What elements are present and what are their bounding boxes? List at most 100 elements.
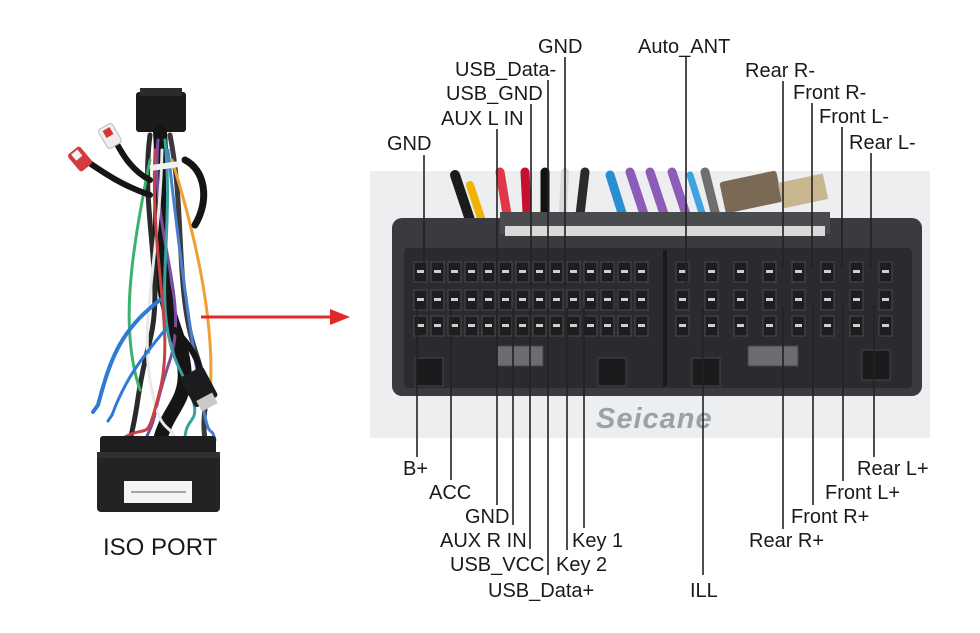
- pin-contact: [766, 324, 773, 327]
- connector-label-strip: [505, 226, 825, 236]
- pin-contact: [587, 324, 594, 327]
- pin-contact: [737, 298, 744, 301]
- pin-contact: [638, 298, 645, 301]
- pin-contact: [708, 324, 715, 327]
- pin-contact: [485, 270, 492, 273]
- pin-contact: [679, 298, 686, 301]
- pin-contact: [621, 270, 628, 273]
- connector-face-divider: [663, 250, 667, 386]
- label-auto-ant: Auto_ANT: [638, 36, 730, 58]
- pin-contact: [417, 298, 424, 301]
- label-b-plus: B+: [403, 458, 428, 480]
- harness-illustration: ISO PORT: [68, 88, 220, 561]
- pin-contact: [519, 270, 526, 273]
- label-rear-l-minus: Rear L-: [849, 132, 916, 154]
- pin-contact: [570, 298, 577, 301]
- label-usb-gnd: USB_GND: [446, 83, 543, 105]
- pin-contact: [766, 270, 773, 273]
- pin-contact: [882, 324, 889, 327]
- pin-contact: [824, 270, 831, 273]
- pin-contact: [468, 270, 475, 273]
- pin-contact: [570, 324, 577, 327]
- label-usb-data-minus: USB_Data-: [455, 59, 556, 81]
- pin-contact: [417, 324, 424, 327]
- pin-contact: [485, 298, 492, 301]
- pin-contact: [824, 324, 831, 327]
- pin-contact: [417, 270, 424, 273]
- label-gnd-bottom: GND: [465, 506, 509, 528]
- pin-contact: [795, 270, 802, 273]
- connector-latches: [414, 345, 891, 387]
- pin-contact: [451, 324, 458, 327]
- pin-contact: [553, 298, 560, 301]
- label-front-l-plus: Front L+: [825, 482, 900, 504]
- label-key-1: Key 1: [572, 530, 623, 552]
- cable-tie: [149, 160, 181, 172]
- label-front-r-plus: Front R+: [791, 506, 869, 528]
- pin-contact: [824, 298, 831, 301]
- pin-contact: [882, 270, 889, 273]
- iso-block-edge: [97, 452, 220, 458]
- usb-plug: [180, 366, 218, 412]
- label-rear-r-plus: Rear R+: [749, 530, 824, 552]
- pin-contact: [638, 324, 645, 327]
- pin-contact: [536, 298, 543, 301]
- pin-contact: [708, 270, 715, 273]
- leader-lines: [416, 57, 875, 575]
- label-acc: ACC: [429, 482, 471, 504]
- pin-contact: [502, 270, 509, 273]
- pin-contact: [468, 324, 475, 327]
- pin-contact: [536, 324, 543, 327]
- pin-contact: [570, 270, 577, 273]
- rca-connector-red: [68, 146, 92, 172]
- label-front-r-minus: Front R-: [793, 82, 866, 104]
- label-rear-l-plus: Rear L+: [857, 458, 929, 480]
- pin-contact: [536, 270, 543, 273]
- label-rear-r-minus: Rear R-: [745, 60, 815, 82]
- connector-face: [404, 248, 912, 388]
- pin-contact: [553, 270, 560, 273]
- pin-contact: [604, 324, 611, 327]
- pin-contact: [502, 298, 509, 301]
- caption-iso-port: ISO PORT: [103, 534, 218, 561]
- label-aux-l-in: AUX L IN: [441, 108, 524, 130]
- loose-wire-ends: [91, 403, 114, 423]
- pin-contact: [621, 298, 628, 301]
- pin-contact: [621, 324, 628, 327]
- pin-contact: [519, 298, 526, 301]
- usb-socket: [719, 170, 783, 214]
- brand-watermark: Seicane: [596, 403, 713, 435]
- connector-photo: Seicane: [370, 167, 930, 438]
- pin-contact: [604, 298, 611, 301]
- rca-connector-white: [98, 123, 122, 149]
- pin-contact: [853, 298, 860, 301]
- pin-contact: [853, 270, 860, 273]
- label-aux-r-in: AUX R IN: [440, 530, 527, 552]
- pin-labels-bottom: B+ ACC GND AUX R IN USB_VCC USB_Data+ Ke…: [403, 458, 929, 602]
- iso-block-top: [100, 436, 216, 456]
- pin-contact: [451, 298, 458, 301]
- pin-contact: [638, 270, 645, 273]
- pin-contact: [502, 324, 509, 327]
- pin-contact: [434, 270, 441, 273]
- pin-contact: [434, 298, 441, 301]
- pin-contact: [468, 298, 475, 301]
- pin-contact: [766, 298, 773, 301]
- pin-contact: [795, 324, 802, 327]
- pin-contact: [451, 270, 458, 273]
- pin-contact: [434, 324, 441, 327]
- pin-contact: [737, 324, 744, 327]
- pin-contact: [553, 324, 560, 327]
- pin-contact: [708, 298, 715, 301]
- pin-contact: [882, 298, 889, 301]
- label-gnd-top: GND: [538, 36, 582, 58]
- pin-contact: [679, 270, 686, 273]
- pointer-arrow: [201, 309, 350, 325]
- pin-labels-top: GND USB_Data- USB_GND AUX L IN GND Auto_…: [387, 36, 916, 155]
- label-gnd-left: GND: [387, 133, 431, 155]
- pin-contact: [795, 298, 802, 301]
- harness-top-plug: [136, 92, 186, 132]
- label-usb-vcc: USB_VCC: [450, 554, 544, 576]
